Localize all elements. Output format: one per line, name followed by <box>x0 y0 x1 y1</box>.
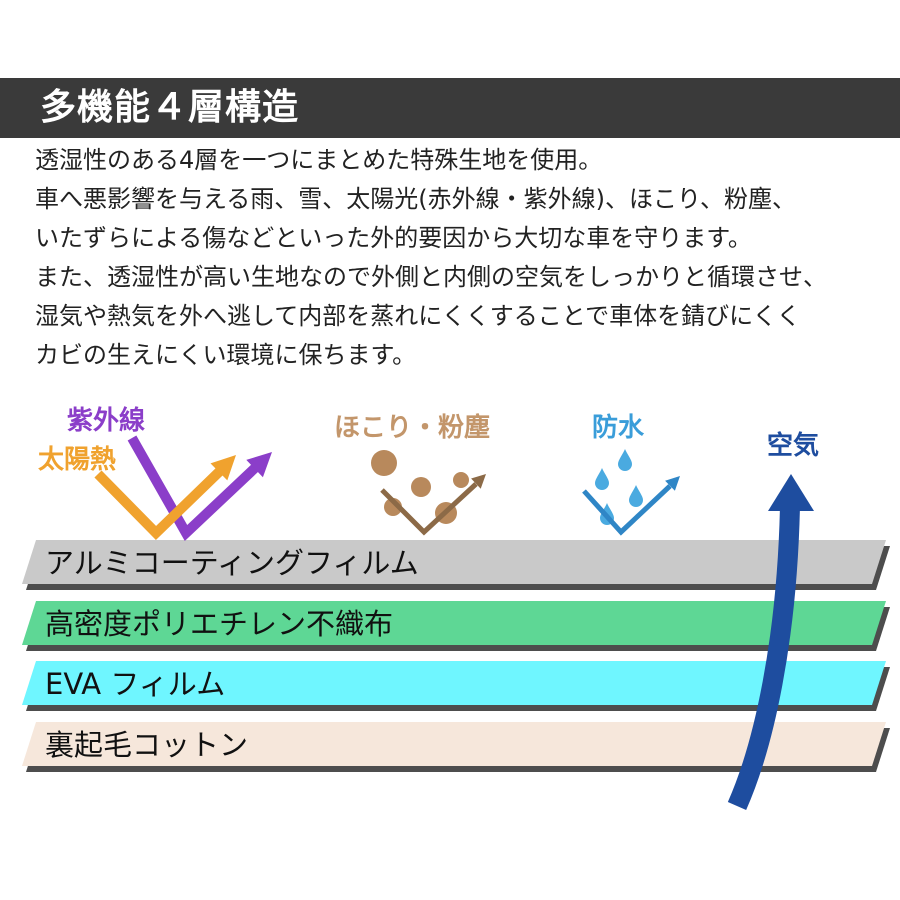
layer-brushed-cotton <box>22 722 886 766</box>
water-label: 防水 <box>592 413 645 443</box>
air-arrow-body <box>727 505 800 811</box>
description: 透湿性のある4層を一つにまとめた特殊生地を使用。 車へ悪影響を与える雨、雪、太陽… <box>35 141 885 375</box>
water-arrow-head <box>665 476 680 491</box>
heat-arrow-line <box>94 467 224 541</box>
layer-label: 高密度ポリエチレン不織布 <box>45 607 393 641</box>
dust-particle <box>371 450 397 476</box>
uv-reflect-arrow <box>127 435 272 542</box>
air-label: 空気 <box>767 431 820 461</box>
layer-label: EVA フィルム <box>45 667 225 701</box>
uv-arrow-line <box>127 435 260 542</box>
water-arrow-line <box>582 484 672 536</box>
description-line: カビの生えにくい環境に保ちます。 <box>35 341 417 369</box>
layer-label: アルミコーティングフィルム <box>45 546 419 580</box>
water-drop <box>618 449 632 471</box>
page-title: 多機能４層構造 <box>40 87 300 128</box>
air-flow-arrow <box>727 474 814 811</box>
dust-particle <box>453 472 469 488</box>
uv-arrow-head <box>246 452 272 478</box>
heat-arrow-head <box>210 455 236 481</box>
dust-label: ほこり・粉塵 <box>334 413 491 443</box>
dust-icon <box>371 450 486 536</box>
layer-polyethylene-nonwoven <box>22 601 886 645</box>
layer-eva-film <box>22 661 886 705</box>
layer-stack: アルミコーティングフィルム 高密度ポリエチレン不織布 EVA フィルム 裏起毛コ… <box>22 540 890 772</box>
water-drop-icon <box>582 449 680 536</box>
description-line: いたずらによる傷などといった外的要因から大切な車を守ります。 <box>35 224 752 252</box>
heat-reflect-arrow <box>94 455 236 541</box>
dust-particle <box>411 477 431 497</box>
water-drop <box>629 485 643 507</box>
dust-arrow-head <box>471 474 486 489</box>
description-line: 透湿性のある4層を一つにまとめた特殊生地を使用。 <box>35 146 603 174</box>
air-arrow-head <box>768 474 814 511</box>
dust-arrow-line <box>380 482 478 536</box>
water-drop <box>595 468 609 490</box>
description-line: 湿気や熱気を外へ逃して内部を蒸れにくくすることで車体を錆びにくく <box>35 302 801 330</box>
uv-label: 紫外線 <box>67 406 146 436</box>
layer-aluminum-film <box>22 540 886 584</box>
layer-label: 裏起毛コットン <box>45 728 248 762</box>
description-line: 車へ悪影響を与える雨、雪、太陽光(赤外線・紫外線)、ほこり、粉塵、 <box>35 185 797 213</box>
title-bar: 多機能４層構造 <box>0 78 900 138</box>
heat-label: 太陽熱 <box>38 445 117 475</box>
description-line: また、透湿性が高い生地なので外側と内側の空気をしっかりと循環させ、 <box>35 263 827 291</box>
